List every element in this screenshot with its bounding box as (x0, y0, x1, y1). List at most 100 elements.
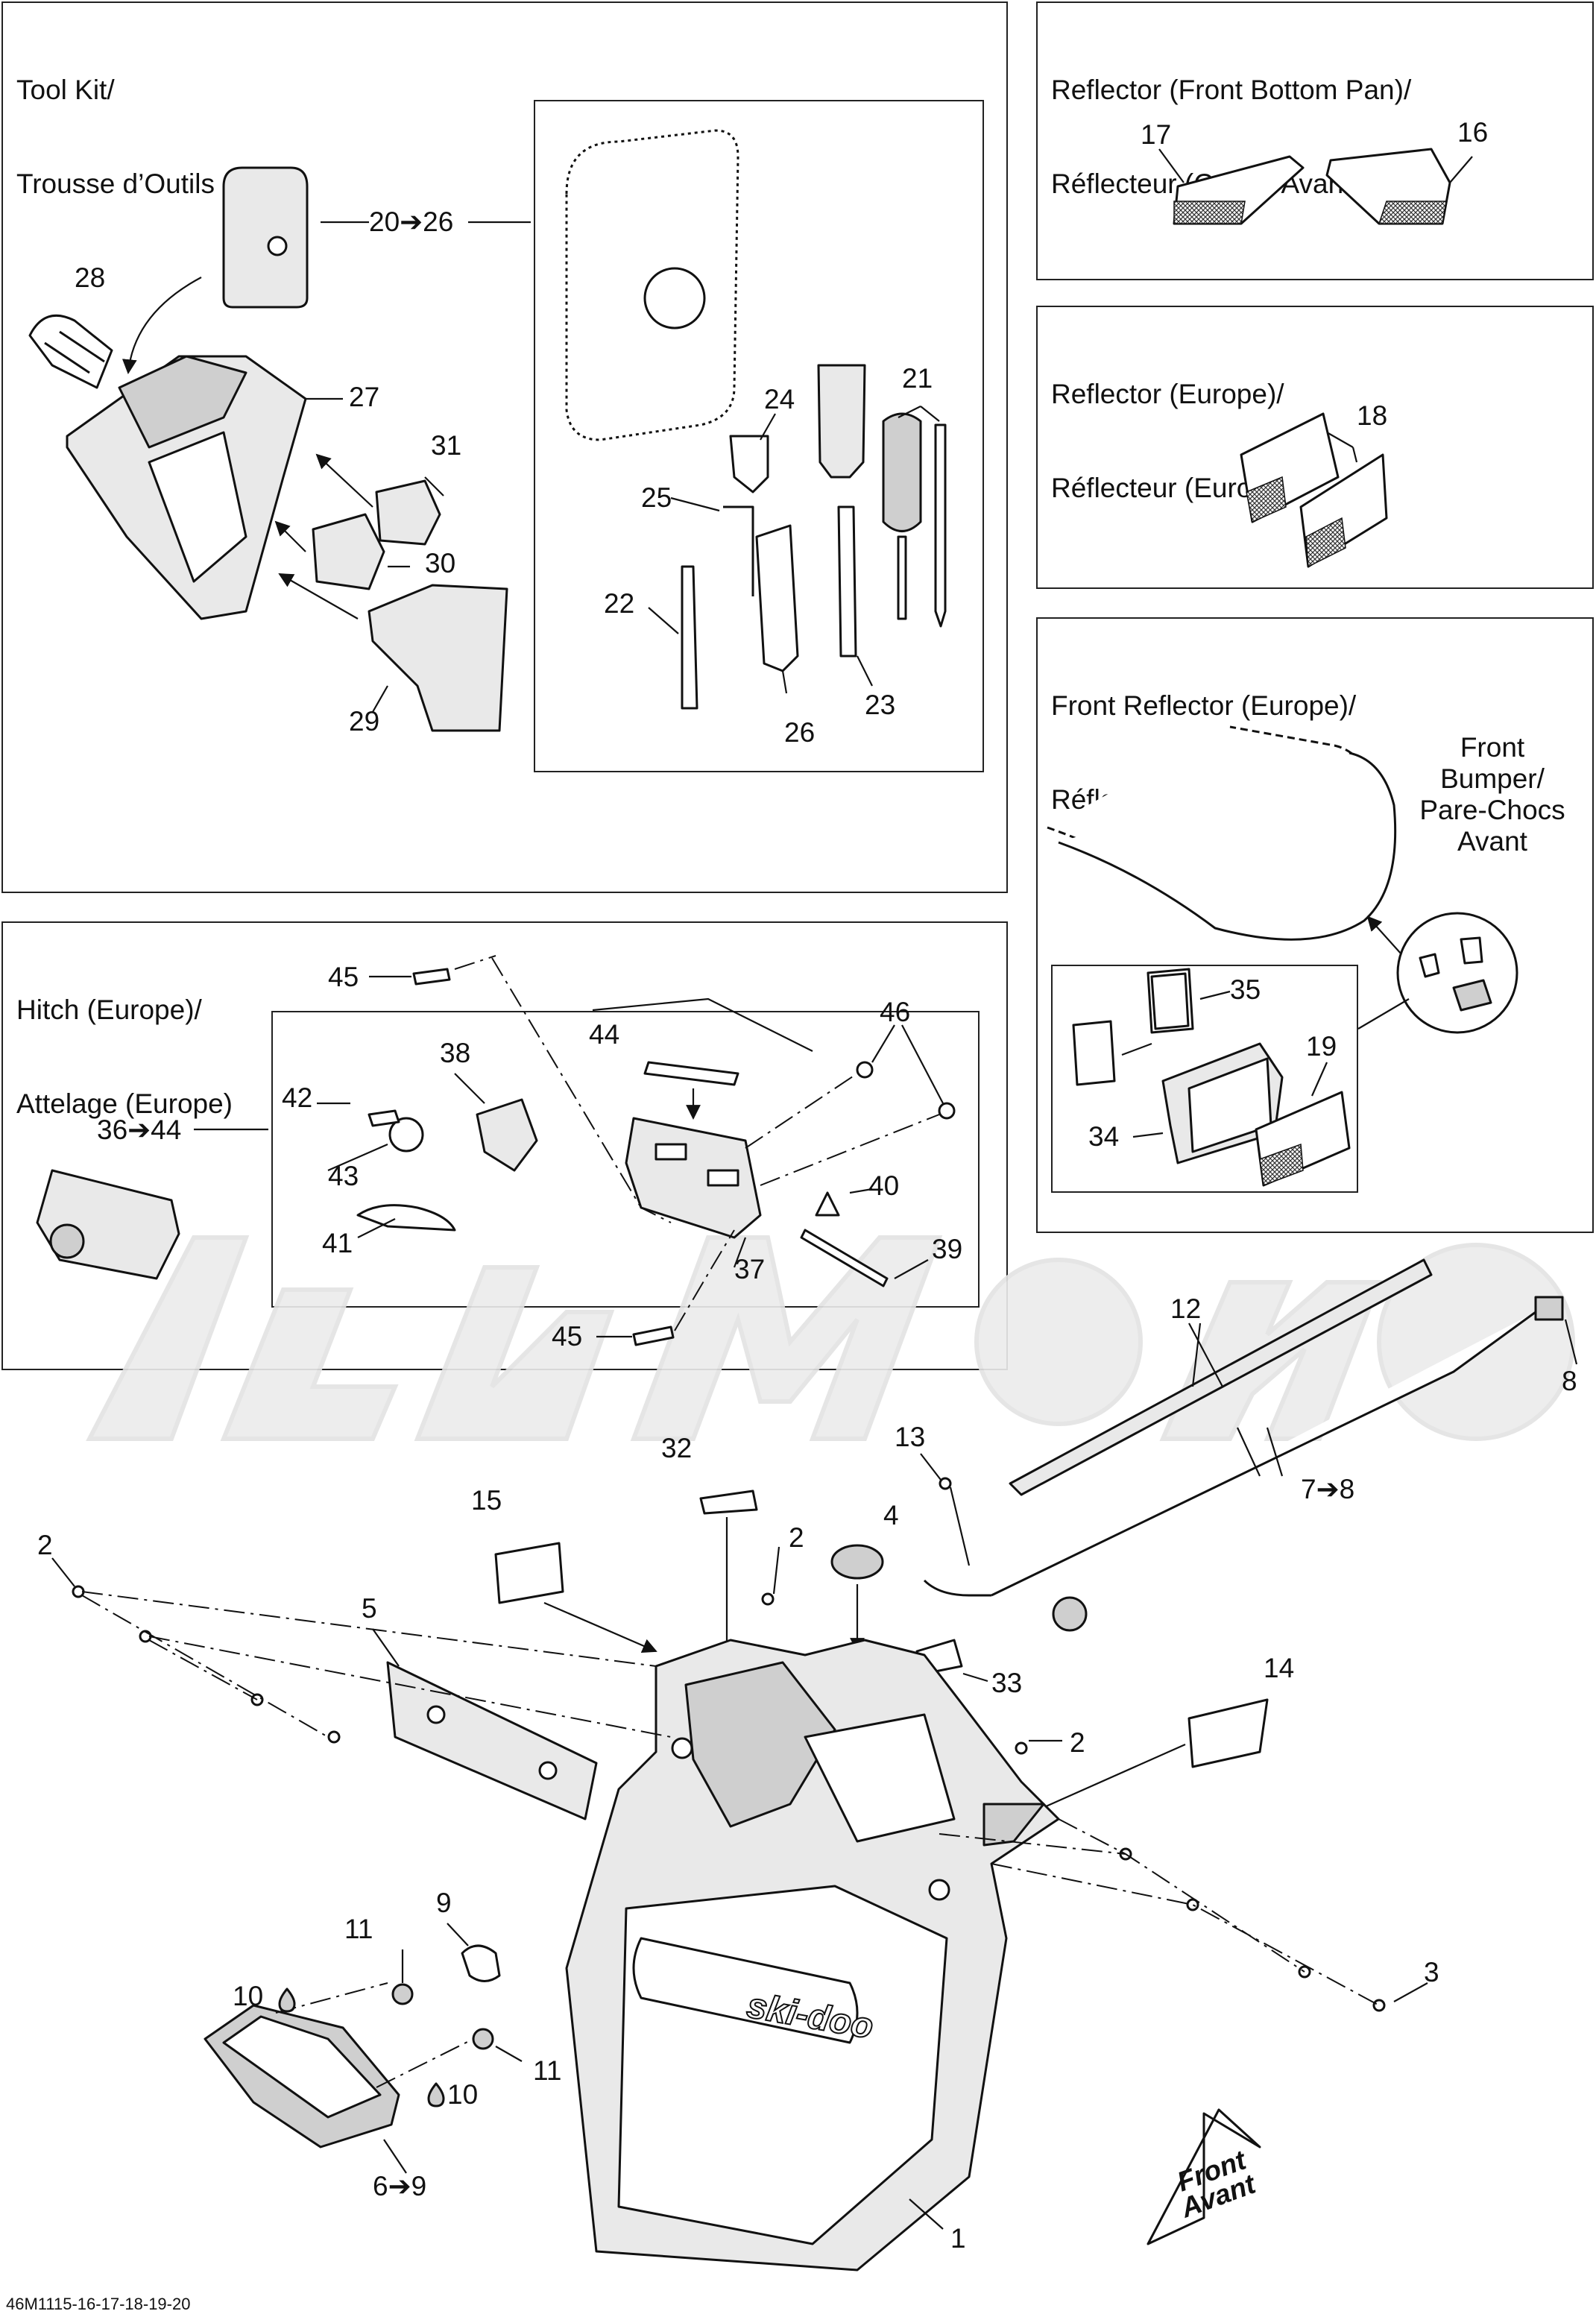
panel-title-hitch: Hitch (Europe)/ Attelage (Europe) (16, 932, 233, 1182)
drop-icon (278, 1987, 296, 2013)
drawing-code: 46M1115-16-17-18-19-20 (6, 2295, 191, 2313)
rod-39 (800, 1229, 889, 1287)
wire-harness (991, 1311, 1536, 1597)
pouch-logo (267, 236, 288, 256)
tool-pouch-small (222, 166, 309, 309)
tool-kit-parts (28, 129, 947, 732)
front-pan-reflectors (1158, 148, 1473, 225)
callout-37: 37 (734, 1254, 765, 1284)
nut-46b (938, 1102, 956, 1120)
callout-45b: 45 (552, 1321, 582, 1352)
bolt-45a (412, 968, 451, 986)
callout-20-26: 20➔26 (369, 207, 453, 237)
callout-14: 14 (1264, 1653, 1294, 1683)
callout-27: 27 (349, 382, 379, 412)
callout-2b: 2 (789, 1522, 804, 1553)
pouch-large-logo (643, 267, 706, 330)
callout-11a: 11 (344, 1914, 373, 1944)
pin-41 (356, 1204, 456, 1232)
callout-42: 42 (282, 1082, 312, 1113)
title-line-2: Attelage (Europe) (16, 1088, 233, 1119)
bumper-label-line: Front (1460, 732, 1525, 763)
reflector-kit-box (1051, 965, 1358, 1193)
connector-8 (1534, 1296, 1564, 1321)
callout-44: 44 (589, 1019, 619, 1050)
fastener-2a (761, 1592, 775, 1606)
front-reflector-europe-parts (1047, 725, 1518, 1187)
rivet-line-right (939, 1818, 1428, 2012)
foam-29 (368, 584, 508, 732)
callout-40: 40 (868, 1170, 899, 1201)
callout-46: 46 (880, 997, 910, 1027)
callout-38: 38 (440, 1038, 470, 1068)
panel-title-reflector-europe: Reflector (Europe)/ Réflecteur (Europe) (1051, 316, 1292, 567)
callout-15: 15 (471, 1485, 502, 1516)
callout-6-9: 6➔9 (373, 2171, 426, 2201)
socket-tool (817, 364, 866, 479)
hitch-detail-box (271, 1011, 980, 1308)
wrench-22 (681, 565, 698, 710)
callout-32: 32 (661, 1433, 692, 1463)
callout-16: 16 (1457, 117, 1488, 148)
callout-29: 29 (349, 706, 379, 737)
panel-title-tool-kit: Tool Kit/ Trousse d’Outils (16, 12, 215, 262)
callout-30: 30 (425, 548, 455, 578)
callout-5: 5 (362, 1593, 377, 1624)
callout-12: 12 (1170, 1293, 1201, 1324)
title-line-1: Front Reflector (Europe)/ (1051, 690, 1357, 721)
label-44 (643, 1061, 739, 1086)
callout-39: 39 (932, 1234, 962, 1264)
screwdriver-bit (934, 423, 947, 628)
title-line-1: Reflector (Front Bottom Pan)/ (1051, 75, 1412, 105)
decal-32 (699, 1489, 758, 1515)
logo-4 (830, 1544, 884, 1580)
front-arrow-icon (1146, 2108, 1261, 2245)
decal-15 (494, 1542, 564, 1604)
hex-key-25 (723, 505, 754, 596)
hitch-assembly (36, 1169, 180, 1280)
foam-31 (375, 479, 441, 546)
callout-41: 41 (322, 1228, 353, 1258)
bolt-45b (632, 1325, 675, 1346)
side-panel-5 (386, 1661, 598, 1820)
callout-9: 9 (436, 1888, 452, 1918)
multi-tool-26 (755, 524, 799, 672)
callout-35: 35 (1230, 974, 1261, 1005)
callout-45a: 45 (328, 962, 359, 992)
strap-28 (28, 314, 113, 389)
callout-11b: 11 (533, 2055, 561, 2086)
callout-43: 43 (328, 1161, 359, 1191)
callout-23: 23 (865, 690, 895, 720)
callout-19: 19 (1306, 1031, 1337, 1062)
callout-2a: 2 (37, 1530, 53, 1560)
nut-46a (856, 1061, 874, 1079)
connector-7 (1052, 1596, 1088, 1632)
callout-17: 17 (1141, 119, 1171, 150)
hitch-parts (36, 955, 956, 1346)
front-bumper-label: Front Bumper/ Pare-Chocs Avant (1403, 732, 1582, 857)
callout-25: 25 (641, 482, 672, 513)
callout-36-44: 36➔44 (97, 1115, 181, 1145)
bumper-label-line: Bumper/ (1440, 763, 1545, 794)
main-assembly: ski-doo (51, 1258, 1578, 2272)
callout-22: 22 (604, 588, 634, 619)
callout-33: 33 (991, 1668, 1022, 1698)
callout-21: 21 (902, 363, 933, 394)
callout-4: 4 (883, 1500, 899, 1530)
rivet-line-left (51, 1557, 672, 1744)
grommet-11a (391, 1983, 414, 2005)
callout-1: 1 (950, 2223, 966, 2254)
fitting-40 (815, 1191, 840, 1217)
callout-10b: 10 (447, 2079, 478, 2110)
callout-24: 24 (764, 384, 795, 414)
callout-2c: 2 (1070, 1727, 1085, 1758)
callout-13: 13 (895, 1422, 925, 1452)
callout-3: 3 (1424, 1957, 1439, 1987)
clamp-38 (476, 1098, 538, 1172)
title-line-1: Hitch (Europe)/ (16, 994, 202, 1025)
frame-35b (1072, 1020, 1116, 1086)
fastener-2b (1015, 1741, 1028, 1755)
bumper-label-line: Pare-Chocs (1419, 795, 1565, 825)
bumper-label-line: Avant (1457, 826, 1527, 857)
